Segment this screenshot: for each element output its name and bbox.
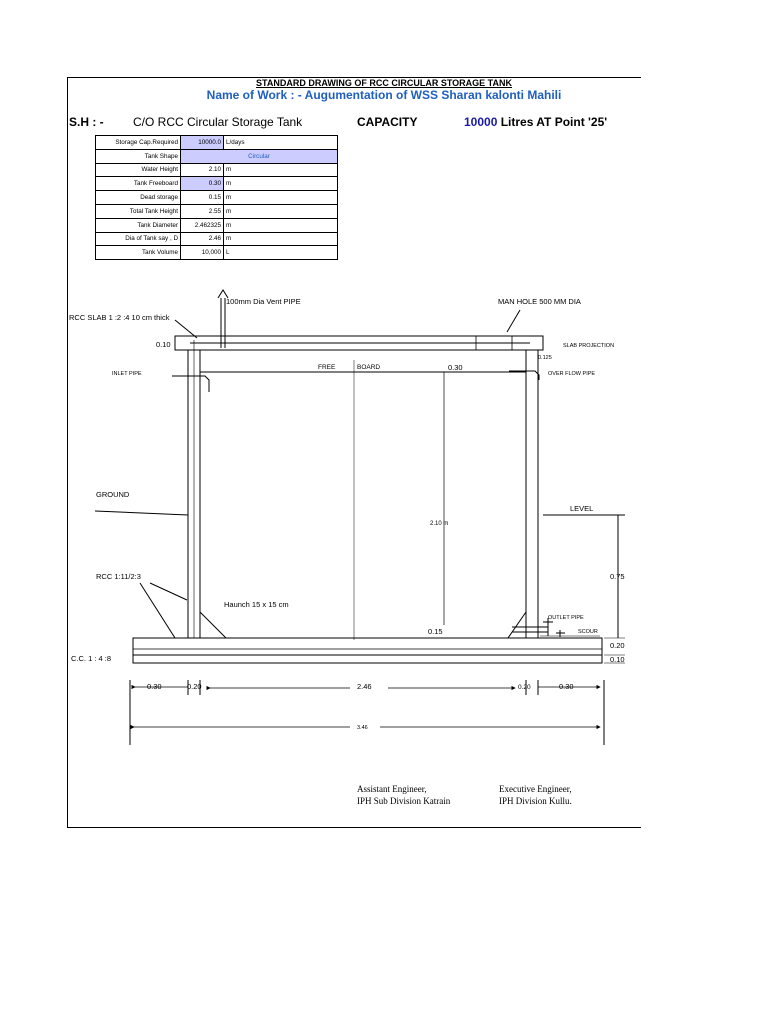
drawing-frame [67, 77, 641, 828]
dim-left-offset: 0.30 [147, 682, 162, 691]
table-row: Tank Diameter 2.462325 m [95, 217, 338, 233]
table-row: Tank Volume 10,000 L [95, 245, 338, 261]
signature-title: Executive Engineer, [499, 784, 572, 794]
dim-inner: 2.46 [357, 682, 372, 691]
level-label: LEVEL [570, 504, 593, 513]
haunch-label: Haunch 15 x 15 cm [224, 600, 289, 609]
name-of-work: Name of Work : - Augumentation of WSS Sh… [206, 88, 562, 102]
dim-right-wall: 0.20 [518, 684, 531, 691]
assistant-engineer-signature: Assistant Engineer, IPH Sub Division Kat… [357, 783, 450, 807]
projection-value: 0.125 [538, 355, 552, 361]
depth-value: 0.75 [610, 572, 625, 581]
board-label: BOARD [357, 364, 380, 371]
sh-label: S.H : - [69, 115, 104, 129]
right-wall [525, 349, 539, 639]
free-label: FREE [318, 364, 336, 371]
signature-title: Assistant Engineer, [357, 784, 427, 794]
dim-left-wall: 0.20 [187, 682, 202, 691]
manhole-label: MAN HOLE 500 MM DIA [498, 297, 581, 306]
dim-total: 3.46 [357, 725, 368, 731]
overflow-pipe-label: OVER FLOW PIPE [548, 371, 595, 377]
capacity-value: 10000 [464, 115, 498, 129]
signature-office: IPH Sub Division Katrain [357, 796, 451, 806]
capacity-row: 10000 Litres AT Point '25' [464, 115, 607, 129]
drawing-title: STANDARD DRAWING OF RCC CIRCULAR STORAGE… [256, 78, 512, 88]
cc-layer [132, 654, 603, 664]
ground-label: GROUND [96, 490, 130, 499]
outlet-pipe-label: OUTLET PIPE [548, 615, 584, 621]
vent-pipe-label: 100mm Dia Vent PIPE [226, 297, 301, 306]
base-thickness: 0.20 [610, 641, 625, 650]
manhole-leader [506, 309, 521, 333]
spec-value: 10,000 [180, 245, 224, 261]
slab-thickness: 0.10 [156, 340, 171, 349]
capacity-label: CAPACITY [357, 115, 418, 129]
dead-storage-value: 0.15 [428, 627, 443, 636]
rcc-slab-label: RCC SLAB 1 :2 :4 10 cm thick [69, 313, 170, 322]
spec-table: Storage Cap.Required 10000.0 L/days Tank… [95, 135, 338, 261]
inlet-pipe [172, 375, 210, 392]
overflow-pipe [509, 370, 540, 380]
executive-engineer-signature: Executive Engineer, IPH Division Kullu. [499, 783, 572, 807]
cc-mix-label: C.C. 1 : 4 :8 [71, 654, 111, 663]
roof-slab [174, 335, 544, 351]
rcc-mix-label: RCC 1:11/2:3 [96, 572, 141, 581]
signature-office: IPH Division Kullu. [499, 796, 572, 806]
haunch-right [507, 611, 527, 639]
table-row: Total Tank Height 2.55 m [95, 203, 338, 219]
haunch-left [199, 611, 227, 639]
spec-unit: L [223, 245, 338, 261]
scour-label: SCOUR [578, 629, 598, 635]
spec-value: 10000.0 [180, 135, 224, 150]
water-height-label: 2.10 m [430, 521, 448, 527]
inlet-pipe-label: INLET PIPE [112, 371, 142, 377]
capacity-suffix: Litres AT Point '25' [500, 115, 608, 129]
table-row: Storage Cap.Required 10000.0 L/days [95, 135, 338, 150]
dim-right-offset: 0.30 [559, 682, 574, 691]
freeboard-value: 0.30 [448, 363, 463, 372]
sh-value: C/O RCC Circular Storage Tank [133, 115, 303, 129]
cc-thickness: 0.10 [610, 655, 625, 664]
manhole [475, 335, 513, 351]
ground-line-left [94, 510, 189, 516]
slab-projection-label: SLAB PROJECTION [563, 343, 614, 349]
base-slab [132, 637, 603, 656]
